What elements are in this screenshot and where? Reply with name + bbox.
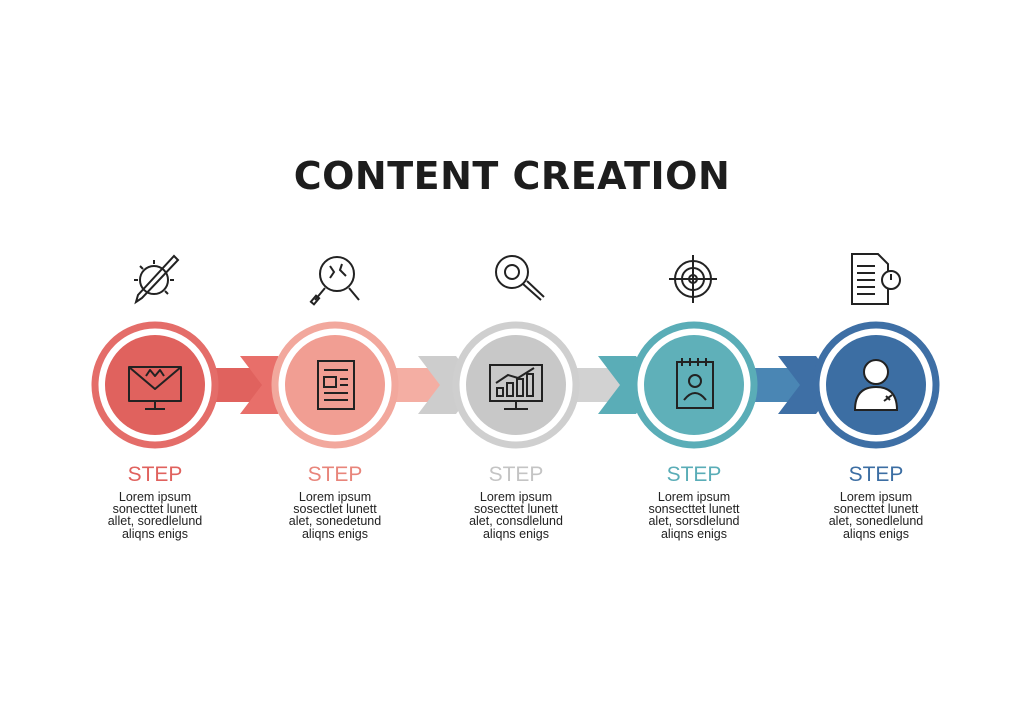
step-label: STEP xyxy=(488,463,544,486)
step-label: STEP xyxy=(666,463,722,486)
step-node xyxy=(630,321,758,449)
compass-pen-icon xyxy=(134,254,180,305)
step-description: Lorem ipsum sonsecttet lunett alet, sors… xyxy=(648,490,740,541)
profile-card-icon xyxy=(676,358,714,409)
page-title: CONTENT CREATION xyxy=(293,154,731,198)
user-icon xyxy=(853,359,899,411)
step-label: STEP xyxy=(127,463,183,486)
step-label: STEP xyxy=(848,463,904,486)
monitor-chart-icon xyxy=(489,364,543,410)
document-icon xyxy=(317,360,355,410)
step-node xyxy=(812,321,940,449)
report-icon xyxy=(851,253,901,305)
step-description: Lorem ipsum sosecttet lunett alet, consd… xyxy=(469,490,563,541)
target-icon xyxy=(669,255,717,303)
step-node xyxy=(271,321,399,449)
step-label: STEP xyxy=(307,463,363,486)
magnifier-icon xyxy=(495,255,545,301)
cracked-magnifier-icon xyxy=(309,256,360,306)
envelope-icon xyxy=(128,366,182,410)
step-description: Lorem ipsum sosectlet lunett alet, soned… xyxy=(288,490,382,541)
step-node xyxy=(91,321,219,449)
step-description: Lorem ipsum sonecttet lunett alet, soned… xyxy=(828,490,924,541)
step-node xyxy=(452,321,580,449)
step-description: Lorem ipsum sonecttet lunett allet, sore… xyxy=(107,490,203,541)
